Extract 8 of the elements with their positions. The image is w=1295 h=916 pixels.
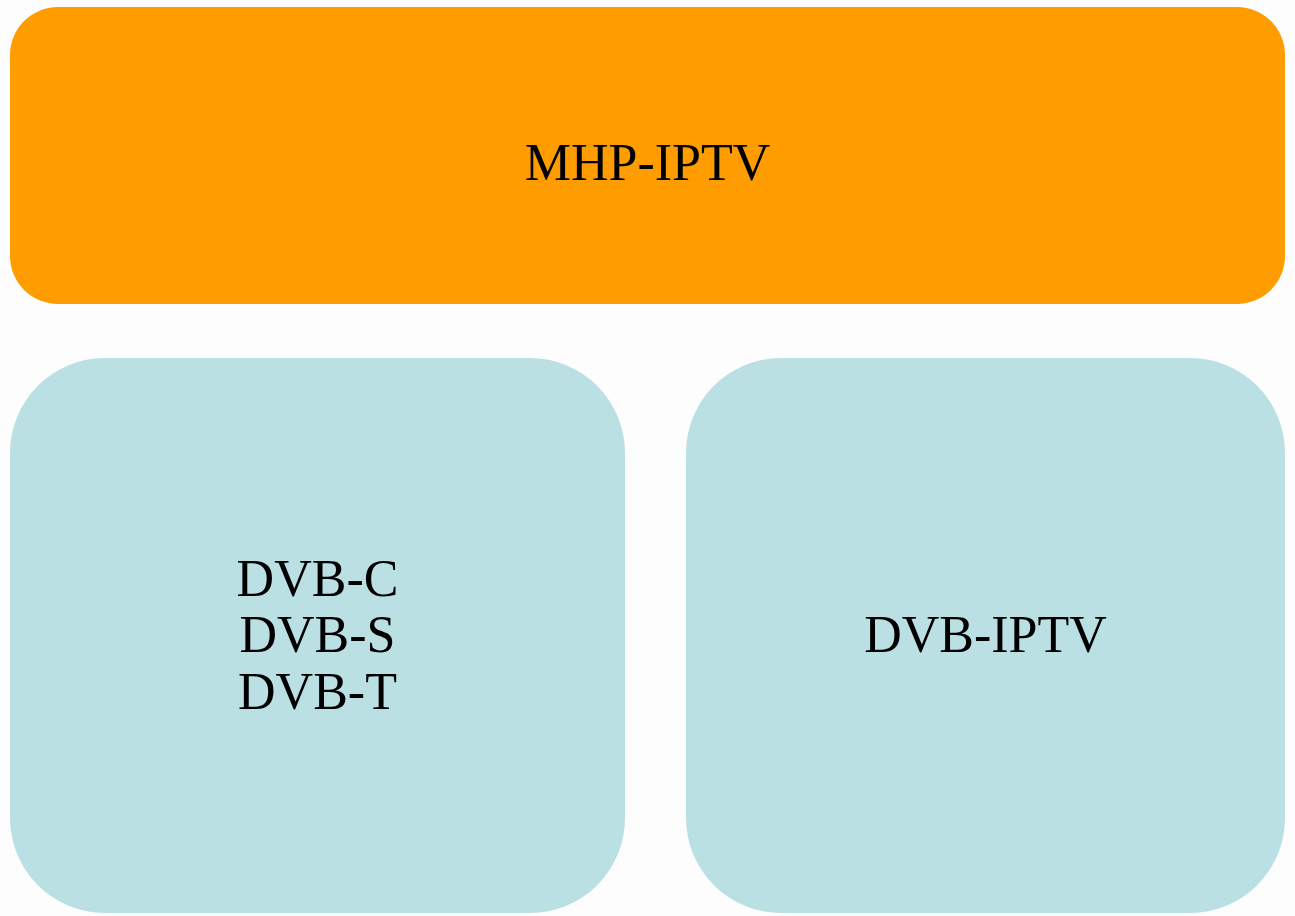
box-label: DVB-C <box>236 551 399 608</box>
box-label: DVB-S <box>239 607 396 664</box>
box-label: DVB-T <box>238 663 397 720</box>
rounded-box <box>10 7 1285 304</box>
box-label: DVB-IPTV <box>864 607 1107 664</box>
rounded-box <box>686 358 1285 913</box>
rounded-box <box>10 358 625 913</box>
box-label: MHP-IPTV <box>524 135 771 192</box>
